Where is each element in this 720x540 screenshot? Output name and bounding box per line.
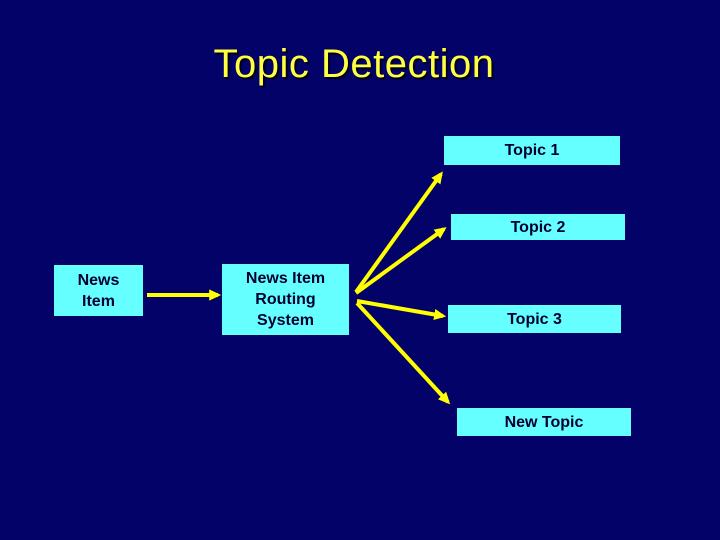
arrow-routing-system-to-topic-1 [354, 171, 443, 294]
node-news-item-routing-system: News Item Routing System [222, 264, 349, 335]
arrow-routing-system-to-new-topic [355, 301, 451, 405]
node-topic-3: Topic 3 [448, 305, 621, 333]
node-news-item: News Item [54, 265, 143, 316]
arrow-routing-system-to-topic-2 [354, 227, 447, 295]
page-title: Topic Detection [213, 42, 495, 86]
node-topic-1: Topic 1 [444, 136, 620, 165]
node-new-topic: New Topic [457, 408, 631, 436]
node-topic-2: Topic 2 [451, 214, 625, 240]
arrow-routing-system-to-topic-3 [356, 299, 447, 321]
